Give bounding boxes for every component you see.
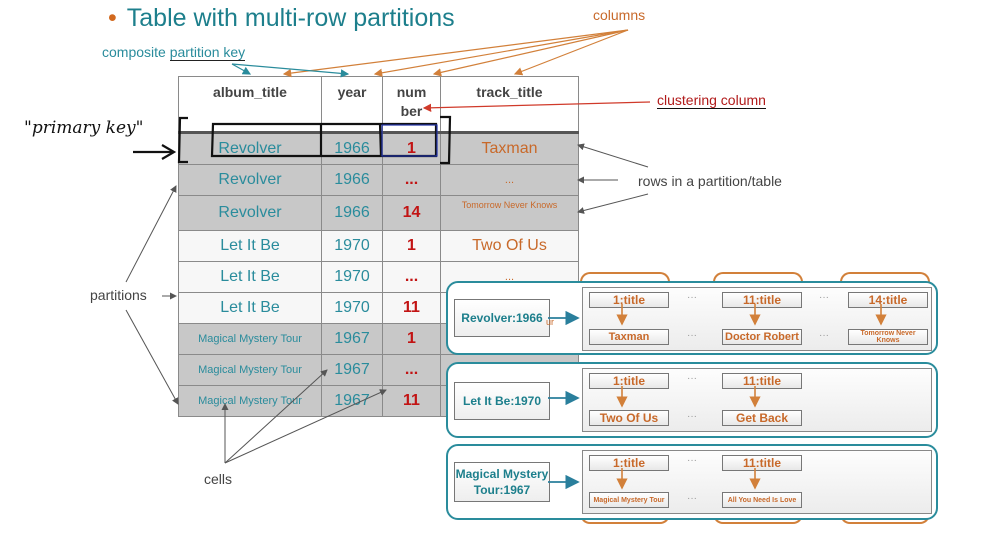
cell-number: 11 <box>382 292 441 324</box>
cell-album: Magical Mystery Tour <box>178 354 322 386</box>
cell-name: 1:title <box>589 373 669 389</box>
cell-year: 1967 <box>321 323 383 355</box>
table-row: Let It Be 1970 1 Two Of Us <box>178 230 579 262</box>
cell-album: Let It Be <box>178 292 322 324</box>
bullet-icon: • <box>108 4 117 32</box>
column-tab-top <box>713 272 803 288</box>
partitions-label: partitions <box>90 287 147 303</box>
ellipsis: ··· <box>819 292 829 303</box>
cell-value-arrows <box>616 304 887 490</box>
cell-year: 1966 <box>321 131 383 165</box>
cell-value: Taxman <box>589 329 669 345</box>
cells-label: cells <box>204 471 233 487</box>
cell-number: 1 <box>382 230 441 262</box>
title-text: Table with multi-row partitions <box>126 4 455 32</box>
table-row: Revolver 1966 1 Taxman <box>178 131 579 165</box>
cell-track: Tomorrow Never Knows <box>440 195 579 231</box>
cell-name: 11:title <box>722 292 802 308</box>
cell-name: 1:title <box>589 292 669 308</box>
partition-let-it-be: Let It Be:1970 1:title 11:title Two Of U… <box>446 362 938 438</box>
cell-track: Two Of Us <box>440 230 579 262</box>
columns-label: columns <box>593 7 646 23</box>
ellipsis: ··· <box>687 373 697 384</box>
ellipsis: ··· <box>687 493 697 504</box>
cell-number: ... <box>382 164 441 196</box>
column-tab-top <box>840 272 930 288</box>
cell-year: 1970 <box>321 292 383 324</box>
partition-key-arrows <box>231 63 350 78</box>
ellipsis: ··· <box>687 292 697 303</box>
rows-arrows <box>577 143 649 214</box>
cell-value: Doctor Robert <box>722 329 802 345</box>
cell-album: Let It Be <box>178 230 322 262</box>
number-highlight-box <box>381 124 438 157</box>
partition-key-box: Let It Be:1970 <box>454 382 550 420</box>
cell-album: Revolver <box>178 164 322 196</box>
ellipsis: ··· <box>687 455 697 466</box>
cell-album: Revolver <box>178 131 322 165</box>
column-tab-top <box>580 272 670 288</box>
cell-year: 1970 <box>321 261 383 293</box>
table-row: Let It Be 1970 ... ... <box>178 261 579 293</box>
cell-album: Magical Mystery Tour <box>178 323 322 355</box>
rows-in-partition-label: rows in a partition/table <box>638 173 782 189</box>
cell-album: Magical Mystery Tour <box>178 385 322 417</box>
clustering-column-arrow <box>422 101 651 113</box>
cell-number: 1 <box>382 323 441 355</box>
cell-name: 1:title <box>589 455 669 471</box>
partition-row-arrows <box>548 310 580 490</box>
cell-name: 11:title <box>722 455 802 471</box>
cell-album: Revolver <box>178 195 322 231</box>
cell-number: 11 <box>382 385 441 417</box>
columns-arrows <box>282 29 629 78</box>
cell-value: Magical Mystery Tour <box>589 492 669 508</box>
cell-value: All You Need Is Love <box>722 492 802 508</box>
cell-name: 11:title <box>722 373 802 389</box>
cell-value: Tomorrow Never Knows <box>848 329 928 345</box>
cells-arrows <box>221 369 387 464</box>
ellipsis: ··· <box>687 411 697 422</box>
slide-title: • Table with multi-row partitions <box>108 4 455 33</box>
cell-value: Two Of Us <box>589 410 669 426</box>
partitions-arrows <box>125 185 179 405</box>
clustering-column-label: clustering column <box>657 92 766 109</box>
ellipsis: ··· <box>819 330 829 341</box>
ellipsis: ··· <box>687 330 697 341</box>
cell-number: 1 <box>382 131 441 165</box>
cell-number: ... <box>382 354 441 386</box>
partition-key-box: Revolver:1966 <box>454 299 550 337</box>
composite-partition-key-label: composite partition key <box>102 44 246 61</box>
partition-key-text: partition key <box>169 44 246 61</box>
cell-year: 1967 <box>321 385 383 417</box>
primary-key-handwritten-label: "primary key" <box>24 118 144 138</box>
cell-year: 1967 <box>321 354 383 386</box>
cell-number: 14 <box>382 195 441 231</box>
cell-name: 14:title <box>848 292 928 308</box>
table-row: Revolver 1966 14 Tomorrow Never Knows <box>178 195 579 231</box>
cell-year: 1966 <box>321 164 383 196</box>
partition-key-box: Magical Mystery Tour:1967 <box>454 462 550 502</box>
cell-year: 1966 <box>321 195 383 231</box>
stray-text: ur <box>546 317 555 327</box>
cell-value: Get Back <box>722 410 802 426</box>
cell-album: Let It Be <box>178 261 322 293</box>
